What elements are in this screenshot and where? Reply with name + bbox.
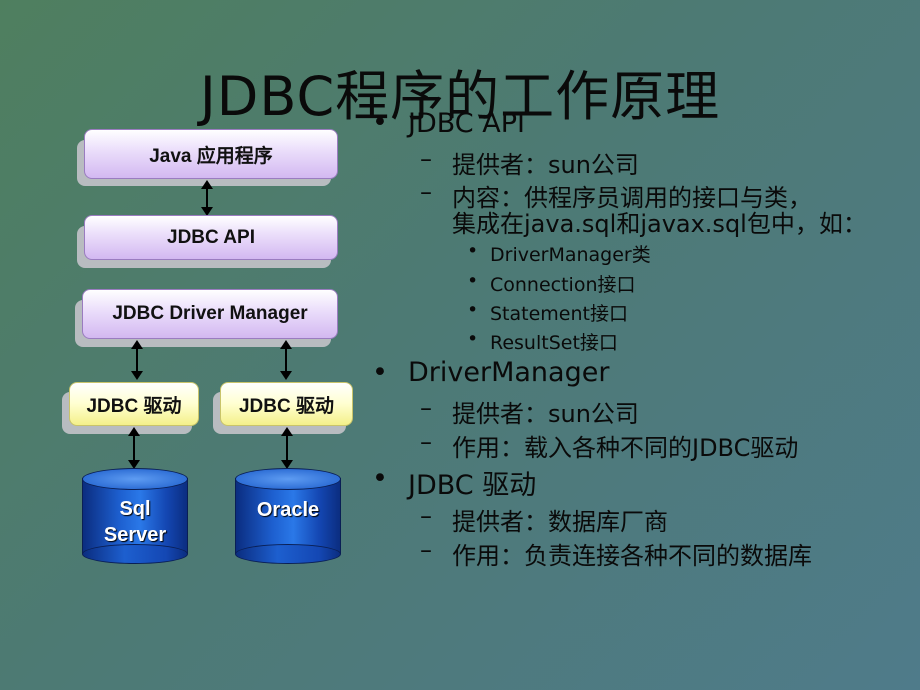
double-arrow-icon	[280, 340, 292, 380]
bullet-text: 内容：供程序员调用的接口与类，	[452, 184, 812, 212]
list-item: ResultSet接口	[490, 332, 618, 354]
list-item: Statement接口	[490, 303, 628, 325]
jdbc-api-box: JDBC API	[84, 215, 338, 260]
bullet-heading: JDBC 驱动	[408, 470, 537, 501]
bullet-icon: •	[372, 107, 388, 138]
oracle-database-icon: Oracle	[235, 468, 341, 564]
bullet-text: 提供者：sun公司	[452, 400, 639, 428]
jdbc-driver-right-box: JDBC 驱动	[220, 382, 353, 426]
database-label: Server	[103, 524, 167, 546]
double-arrow-icon	[128, 427, 140, 469]
database-label: Oracle	[256, 499, 320, 521]
list-item: DriverManager类	[490, 244, 651, 266]
bullet-icon: •	[467, 270, 479, 292]
bullet-text: 提供者：数据库厂商	[452, 508, 668, 536]
double-arrow-icon	[131, 340, 143, 380]
bullet-icon: •	[372, 463, 388, 494]
bullet-text: 作用：载入各种不同的JDBC驱动	[452, 434, 799, 462]
dash-icon: –	[420, 428, 432, 456]
bullet-text: 作用：负责连接各种不同的数据库	[452, 542, 812, 570]
dash-icon: –	[420, 178, 432, 206]
sql-server-database-icon: Sql Server	[82, 468, 188, 564]
bullet-icon: •	[467, 328, 479, 350]
bullet-icon: •	[372, 357, 388, 388]
bullet-text: 集成在java.sql和javax.sql包中，如：	[452, 210, 867, 238]
dash-icon: –	[420, 502, 432, 530]
driver-manager-box: JDBC Driver Manager	[82, 289, 338, 339]
bullet-icon: •	[467, 240, 479, 262]
bullet-heading: DriverManager	[408, 357, 610, 388]
bullet-heading: JDBC API	[408, 108, 525, 139]
double-arrow-icon	[201, 180, 213, 216]
dash-icon: –	[420, 145, 432, 173]
dash-icon: –	[420, 394, 432, 422]
bullet-text: 提供者：sun公司	[452, 151, 639, 179]
database-label: Sql	[119, 498, 151, 520]
double-arrow-icon	[281, 427, 293, 469]
jdbc-driver-left-box: JDBC 驱动	[69, 382, 199, 426]
bullet-icon: •	[467, 299, 479, 321]
list-item: Connection接口	[490, 274, 636, 296]
slide-title: JDBC程序的工作原理	[199, 65, 721, 128]
java-app-box: Java 应用程序	[84, 129, 338, 179]
dash-icon: –	[420, 536, 432, 564]
